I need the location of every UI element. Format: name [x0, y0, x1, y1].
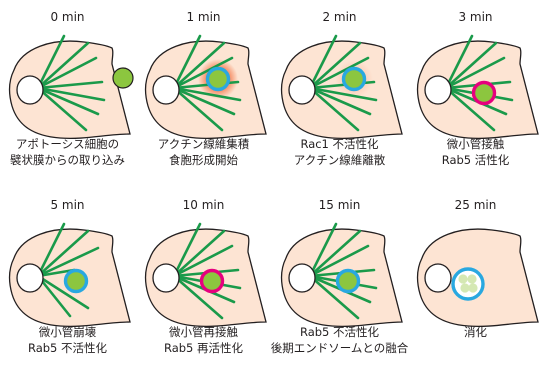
stage-caption-line-2: Rab5 活性化 [398, 153, 543, 168]
phagolysosome [453, 269, 483, 299]
nucleus [425, 76, 451, 104]
stage-caption-line-1: 微小管再接触 [126, 325, 281, 340]
stage-caption-line-2: 襞状膜からの取り込み [0, 153, 145, 168]
digested-fragment [458, 274, 467, 283]
nucleus [289, 76, 315, 104]
stage-caption-line-1: アポトーシス細胞の [0, 137, 145, 152]
phagosome [66, 271, 87, 292]
phagosome [208, 69, 229, 90]
phagocyte-cell-illustration [272, 210, 407, 335]
apoptotic-cell [113, 68, 133, 88]
stage-caption-line-2: 後期エンドソームとの融合 [262, 341, 417, 356]
nucleus [153, 264, 179, 292]
phagocyte-cell-illustration [272, 22, 407, 147]
phagocyte-cell-illustration [0, 210, 135, 335]
nucleus [17, 76, 43, 104]
stage-caption-line-2: アクチン線維離散 [262, 153, 417, 168]
phagocyte-cell-illustration [136, 22, 271, 147]
phagosome [338, 271, 359, 292]
stage-caption-line-1: 微小管崩壊 [0, 325, 145, 340]
stage-caption-line-2: Rab5 再活性化 [126, 341, 281, 356]
nucleus [153, 76, 179, 104]
nucleus [289, 264, 315, 292]
stage-caption-line-1: Rab5 不活性化 [262, 325, 417, 340]
stage-caption-line-2: Rab5 不活性化 [0, 341, 145, 356]
stage-caption-line-2: 食胞形成開始 [126, 153, 281, 168]
digested-fragment [467, 274, 476, 283]
stage-caption-line-1: アクチン線維集積 [126, 137, 281, 152]
nucleus [425, 264, 451, 292]
rab5-active-phagosome [474, 83, 495, 104]
rab5-active-phagosome [202, 271, 223, 292]
phagocyte-cell-illustration [408, 22, 543, 147]
phagosome [344, 69, 365, 90]
phagocyte-cell-illustration [136, 210, 271, 335]
nucleus [17, 264, 43, 292]
digested-fragment [468, 283, 477, 292]
stage-caption-line-1: 微小管接触 [398, 137, 543, 152]
digested-fragment [460, 283, 469, 292]
stage-caption-line-1: Rac1 不活性化 [262, 137, 417, 152]
stage-caption-line-1: 消化 [398, 325, 543, 340]
phagocyte-cell-illustration [408, 210, 543, 335]
phagocyte-cell-illustration [0, 22, 135, 147]
